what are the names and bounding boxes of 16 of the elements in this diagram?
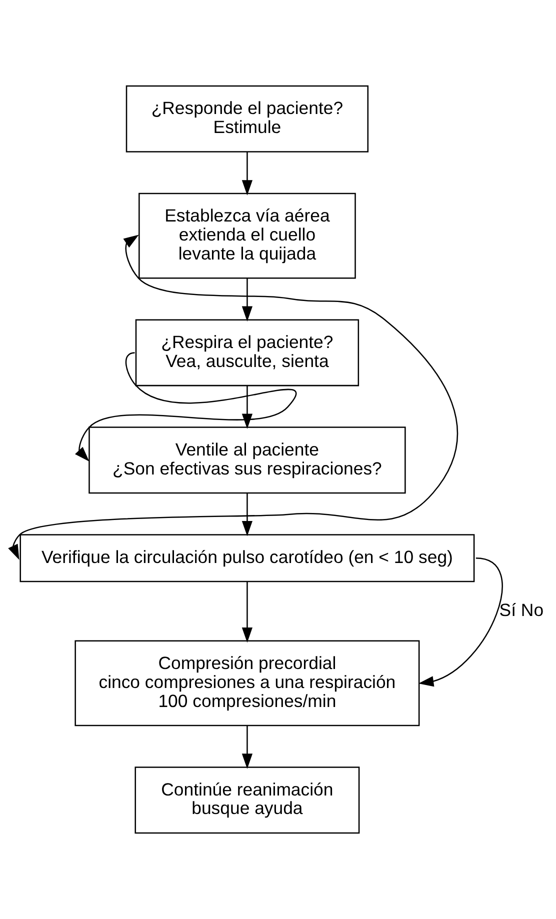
arrow	[242, 278, 253, 322]
arrow	[242, 726, 253, 769]
node-box: Compresión precordial cinco compresiones a una respiración 100 compresiones/min	[74, 640, 420, 726]
arrow	[242, 386, 253, 429]
node-box: ¿Responde el paciente? Estimule	[126, 85, 369, 152]
arrow	[242, 152, 253, 196]
node-box: Verifique la circulación pulso carotídeo (en < 10 seg)	[20, 534, 475, 582]
arrow	[418, 557, 503, 687]
node-box: Continúe reanimación busque ayuda	[134, 766, 360, 834]
node-box: Establezca vía aérea extienda el cuello levante la quijada	[138, 192, 356, 279]
arrow	[242, 582, 253, 643]
arrow	[242, 493, 253, 536]
node-box: ¿Respira el paciente? Vea, ausculte, sienta	[135, 319, 360, 386]
node-box: Ventile al paciente ¿Son efectivas sus respiraciones?	[88, 426, 406, 494]
arrow	[8, 234, 458, 560]
edge-label: Sí No	[499, 600, 544, 620]
